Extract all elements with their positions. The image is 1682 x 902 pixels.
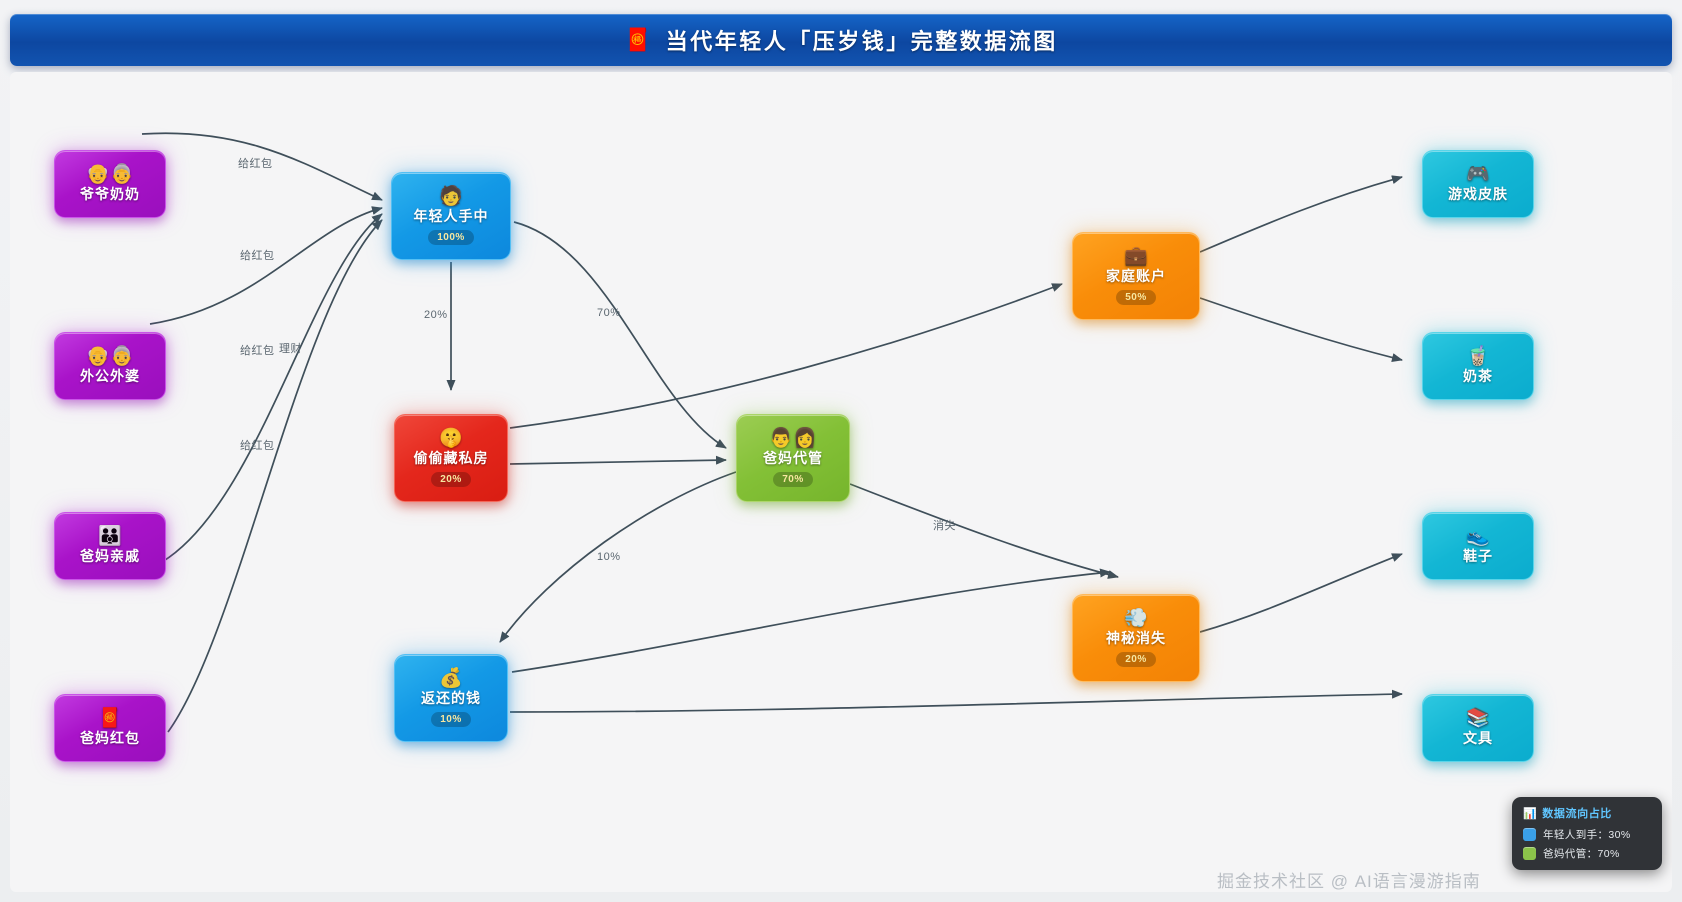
legend-label: 爸妈代管：70% bbox=[1543, 848, 1620, 860]
edge-label: 20% bbox=[424, 309, 448, 321]
node-percent-badge: 50% bbox=[1116, 290, 1156, 305]
node-percent-badge: 70% bbox=[773, 472, 813, 487]
node-returned-money[interactable]: 💰 返还的钱 10% bbox=[394, 654, 508, 742]
parents-icon: 👨👩 bbox=[769, 428, 817, 449]
family-icon: 👪 bbox=[98, 526, 122, 547]
node-grandparents[interactable]: 👴👵 爷爷奶奶 bbox=[54, 150, 166, 218]
node-label: 偷偷藏私房 bbox=[413, 450, 489, 466]
edge-label: 给红包 bbox=[240, 440, 275, 452]
node-secret-stash[interactable]: 🤫 偷偷藏私房 20% bbox=[394, 414, 508, 502]
node-parents-red-envelope[interactable]: 🧧 爸妈红包 bbox=[54, 694, 166, 762]
node-parents-custody[interactable]: 👨👩 爸妈代管 70% bbox=[736, 414, 850, 502]
node-label: 奶茶 bbox=[1463, 368, 1493, 384]
legend-swatch-green bbox=[1523, 847, 1536, 860]
node-maternal-grandparents[interactable]: 👴👵 外公外婆 bbox=[54, 332, 166, 400]
node-mysterious-vanish[interactable]: 💨 神秘消失 20% bbox=[1072, 594, 1200, 682]
legend-title: 📊 数据流向占比 bbox=[1523, 805, 1651, 821]
node-shoes[interactable]: 👟 鞋子 bbox=[1422, 512, 1534, 580]
page-title: 当代年轻人「压岁钱」完整数据流图 bbox=[665, 29, 1058, 54]
node-percent-badge: 10% bbox=[431, 712, 471, 727]
shoe-icon: 👟 bbox=[1466, 526, 1490, 547]
grandparents-icon: 👴👵 bbox=[86, 346, 134, 367]
legend-panel: 📊 数据流向占比 年轻人到手：30% 爸妈代管：70% bbox=[1512, 797, 1662, 870]
person-icon: 🧑 bbox=[439, 186, 463, 207]
legend-label: 年轻人到手：30% bbox=[1543, 829, 1631, 841]
edge-label: 消失 bbox=[933, 520, 956, 532]
edge-layer bbox=[141, 132, 1403, 733]
diagram-canvas[interactable]: 给红包 给红包 给红包 理财 给红包 20% 70% 10% 消失 👴👵 爷爷奶… bbox=[10, 72, 1672, 892]
edge-label: 给红包 bbox=[238, 158, 273, 170]
game-controller-icon: 🎮 bbox=[1466, 164, 1490, 185]
legend-title-text: 数据流向占比 bbox=[1542, 808, 1612, 820]
shush-face-icon: 🤫 bbox=[439, 428, 463, 449]
node-label: 游戏皮肤 bbox=[1448, 186, 1508, 202]
edge-label: 给红包 bbox=[240, 250, 275, 262]
watermark-primary: 掘金技术社区 @ AI语言漫游指南 bbox=[1217, 872, 1481, 891]
edge-label: 70% bbox=[597, 307, 621, 319]
node-game-skins[interactable]: 🎮 游戏皮肤 bbox=[1422, 150, 1534, 218]
money-bag-icon: 💰 bbox=[439, 668, 463, 689]
edge-label: 给红包 bbox=[240, 345, 275, 357]
node-label: 爷爷奶奶 bbox=[80, 186, 140, 202]
node-stationery[interactable]: 📚 文具 bbox=[1422, 694, 1534, 762]
node-label: 爸妈红包 bbox=[80, 730, 140, 746]
briefcase-icon: 💼 bbox=[1124, 246, 1148, 267]
legend-swatch-blue bbox=[1523, 828, 1536, 841]
node-percent-badge: 20% bbox=[1116, 652, 1156, 667]
legend-item-parents: 爸妈代管：70% bbox=[1523, 846, 1651, 861]
node-label: 返还的钱 bbox=[421, 690, 481, 706]
node-milk-tea[interactable]: 🧋 奶茶 bbox=[1422, 332, 1534, 400]
node-relatives[interactable]: 👪 爸妈亲戚 bbox=[54, 512, 166, 580]
legend-item-youth: 年轻人到手：30% bbox=[1523, 827, 1651, 842]
node-label: 外公外婆 bbox=[80, 368, 140, 384]
edge-group-sources bbox=[141, 132, 383, 733]
edge-label: 理财 bbox=[279, 343, 302, 355]
red-envelope-icon: 🧧 bbox=[98, 708, 122, 729]
bubble-tea-icon: 🧋 bbox=[1466, 346, 1490, 367]
edge-label: 10% bbox=[597, 551, 621, 563]
edge-group-flows bbox=[446, 175, 1403, 713]
node-label: 鞋子 bbox=[1463, 548, 1493, 564]
bar-chart-icon: 📊 bbox=[1523, 807, 1538, 820]
grandparents-icon: 👴👵 bbox=[86, 164, 134, 185]
red-envelope-icon: 🧧 bbox=[624, 27, 652, 52]
node-family-account[interactable]: 💼 家庭账户 50% bbox=[1072, 232, 1200, 320]
node-percent-badge: 20% bbox=[431, 472, 471, 487]
books-icon: 📚 bbox=[1466, 708, 1490, 729]
node-label: 文具 bbox=[1463, 730, 1493, 746]
node-label: 爸妈代管 bbox=[763, 450, 823, 466]
node-label: 爸妈亲戚 bbox=[80, 548, 140, 564]
node-percent-badge: 100% bbox=[428, 230, 474, 245]
title-bar: 🧧 当代年轻人「压岁钱」完整数据流图 bbox=[10, 14, 1672, 66]
dash-icon: 💨 bbox=[1124, 608, 1148, 629]
node-label: 家庭账户 bbox=[1106, 268, 1166, 284]
node-youth-hand[interactable]: 🧑 年轻人手中 100% bbox=[391, 172, 511, 260]
node-label: 年轻人手中 bbox=[413, 208, 489, 224]
node-label: 神秘消失 bbox=[1106, 630, 1166, 646]
